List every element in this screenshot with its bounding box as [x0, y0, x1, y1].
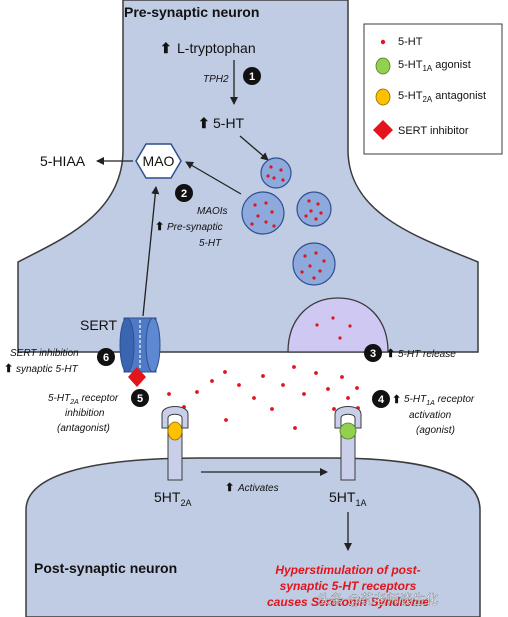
- up-arrow-icon: ⬆: [4, 363, 13, 375]
- up-arrow-icon: ⬆: [198, 115, 210, 131]
- sert-transporter: [119, 317, 161, 373]
- vesicle: [241, 191, 285, 235]
- vesicle: [292, 242, 336, 286]
- activates-label: Activates: [237, 483, 279, 494]
- svg-text:4: 4: [378, 394, 385, 406]
- maois-label: MAOIs: [197, 206, 228, 217]
- r1a-receptor-label: 5-HT1A receptor: [404, 394, 475, 407]
- vesicle: [296, 191, 332, 227]
- presynaptic-title: Pre-synaptic neuron: [124, 4, 259, 20]
- svg-text:1: 1: [249, 71, 255, 83]
- up-arrow-icon: ⬆: [386, 348, 395, 360]
- receptor-5ht2a: [161, 406, 189, 481]
- svg-text:5: 5: [137, 393, 143, 405]
- postsynaptic-neuron: [25, 457, 481, 617]
- legend-agonist-swatch: [375, 57, 391, 75]
- postsynaptic-title: Post-synaptic neuron: [34, 560, 177, 576]
- legend: 5-HT 5-HT1A agonist 5-HT2A antagonist SE…: [363, 23, 503, 155]
- hyperstimulation-line-3: causes Serotonin Syndrome: [267, 595, 429, 609]
- legend-item-agonist: 5-HT1A agonist: [398, 59, 471, 73]
- receptor-2a-label: 5HT2A: [154, 489, 191, 508]
- svg-text:6: 6: [103, 352, 109, 364]
- vesicle-loading-arrow: [239, 135, 269, 161]
- antagonist-molecule: [167, 421, 183, 441]
- synaptic-serotonin: [167, 365, 360, 430]
- up-arrow-icon: ⬆: [155, 221, 164, 233]
- up-arrow-icon: ⬆: [392, 394, 401, 406]
- mao-label: MAO: [143, 153, 175, 169]
- ltryptophan-label: L-tryptophan: [177, 40, 256, 56]
- watermark: 头条 @药老师谈生化: [317, 592, 438, 608]
- legend-serotonin-swatch: [380, 39, 386, 45]
- badge-2: 2: [175, 184, 193, 202]
- sert-inhibitor-diamond: [128, 367, 146, 387]
- receptor-5ht1a: [334, 406, 362, 481]
- svg-text:3: 3: [370, 348, 376, 360]
- svg-text:2: 2: [181, 188, 187, 200]
- badge-1: 1: [243, 67, 261, 85]
- release-vesicle: [287, 297, 389, 353]
- hyperstimulation-line-1: Hyperstimulation of post-: [275, 563, 420, 577]
- r1a-agonist-label: (agonist): [416, 425, 455, 436]
- presynaptic-neuron: [17, 0, 479, 353]
- r2a-receptor-label: 5-HT2A receptor: [48, 393, 119, 406]
- badge-4: 4: [372, 390, 390, 408]
- legend-item-antagonist: 5-HT2A antagonist: [398, 90, 486, 104]
- sert-label: SERT: [80, 317, 118, 333]
- legend-item-sert-inhibitor: SERT inhibitor: [398, 125, 469, 137]
- badge-5: 5: [131, 389, 149, 407]
- legend-sert-inhibitor-swatch: [373, 120, 393, 140]
- badge-6: 6: [97, 348, 115, 366]
- sert-inhibition-label: SERT inhibition: [10, 348, 79, 359]
- hyperstimulation-line-2: synaptic 5-HT receptors: [280, 579, 417, 593]
- reuptake-arrow: [142, 186, 160, 317]
- legend-antagonist-swatch: [375, 88, 391, 106]
- release-label: 5-HT release: [398, 349, 456, 360]
- maois-effect-label: Pre-synaptic: [167, 222, 223, 233]
- vesicle: [260, 157, 292, 189]
- synaptic-5ht-label: synaptic 5-HT: [16, 364, 79, 375]
- up-arrow-icon: ⬆: [160, 40, 172, 56]
- mao-uptake-arrow: [185, 161, 242, 195]
- r2a-antagonist-label: (antagonist): [57, 423, 110, 434]
- hiaa-label: 5-HIAA: [40, 153, 86, 169]
- maois-effect-label-2: 5-HT: [199, 238, 222, 249]
- serotonin-label: 5-HT: [213, 115, 245, 131]
- receptor-1a-label: 5HT1A: [329, 489, 366, 508]
- up-arrow-icon: ⬆: [225, 482, 234, 494]
- r2a-inhibition-label: inhibition: [65, 408, 105, 419]
- r1a-activation-label: activation: [409, 410, 452, 421]
- badge-3: 3: [364, 344, 382, 362]
- mao-enzyme: [135, 143, 182, 179]
- agonist-molecule: [339, 422, 357, 440]
- tph2-label: TPH2: [203, 74, 229, 85]
- legend-item-serotonin: 5-HT: [398, 36, 423, 48]
